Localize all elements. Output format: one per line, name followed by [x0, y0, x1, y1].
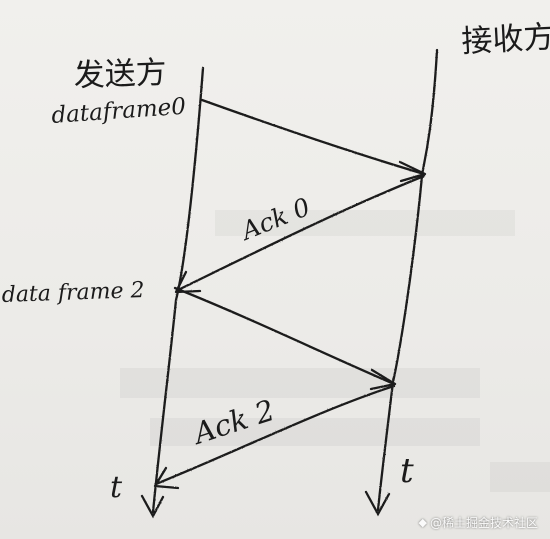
message-label-dataframe2: data frame 2	[1, 278, 145, 308]
message-label-dataframe0: dataframe0	[51, 94, 187, 129]
receiver-label: 接收方	[461, 19, 550, 60]
message-arrowhead-ack0	[174, 270, 202, 294]
watermark-text: @稀土掘金技术社区	[429, 516, 538, 530]
message-label-ack0: Ack 0	[236, 192, 315, 246]
message-arrowhead-dataframe2	[369, 368, 397, 391]
message-arrow-ack2	[154, 384, 396, 486]
receiver-time-arrowhead	[364, 490, 391, 517]
watermark: ◆ @稀土掘金技术社区	[419, 514, 538, 531]
receiver-lifeline	[376, 48, 439, 512]
sender-lifeline	[151, 66, 205, 514]
message-arrow-dataframe0	[200, 98, 426, 176]
message-arrow-dataframe2	[173, 286, 396, 386]
sender-label: 发送方	[73, 55, 167, 94]
message-arrowhead-ack2	[153, 466, 180, 490]
message-arrow-ack0	[176, 174, 426, 292]
sender-time-arrowhead	[140, 494, 165, 519]
receiver-time-label: t	[400, 451, 414, 491]
paper-bleed-through	[120, 368, 480, 446]
juejin-logo-icon: ◆	[418, 516, 427, 529]
sender-time-label: t	[110, 470, 123, 505]
message-arrowhead-dataframe0	[398, 160, 427, 183]
